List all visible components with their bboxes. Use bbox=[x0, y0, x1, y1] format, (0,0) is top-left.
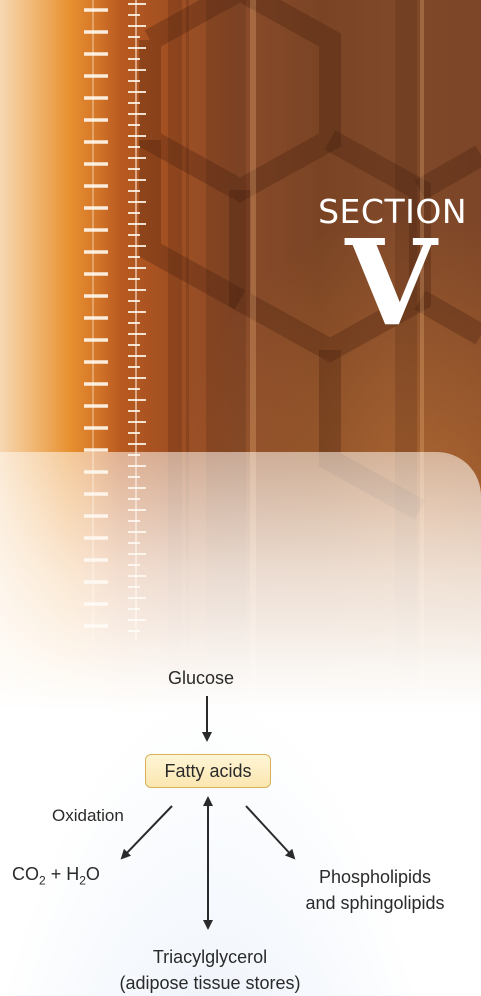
glucose-label: Glucose bbox=[168, 668, 235, 688]
co2-water-label: CO2 + H2O bbox=[12, 864, 100, 888]
section-word: SECTION bbox=[318, 192, 467, 231]
phospholipids-label: Phospholipids and sphingolipids bbox=[305, 867, 445, 913]
section-numeral: V bbox=[345, 213, 437, 352]
arrow-to-phospholipids bbox=[245, 805, 296, 860]
triacylglycerol-label: Triacylglycerol (adipose tissue stores) bbox=[119, 947, 301, 993]
arrow-oxidation bbox=[120, 805, 173, 860]
fatty-acids-node: Fatty acids bbox=[145, 754, 271, 788]
fatty-acids-label: Fatty acids bbox=[164, 760, 252, 781]
diagram-glow bbox=[0, 660, 481, 996]
oxidation-label: Oxidation bbox=[52, 806, 124, 825]
